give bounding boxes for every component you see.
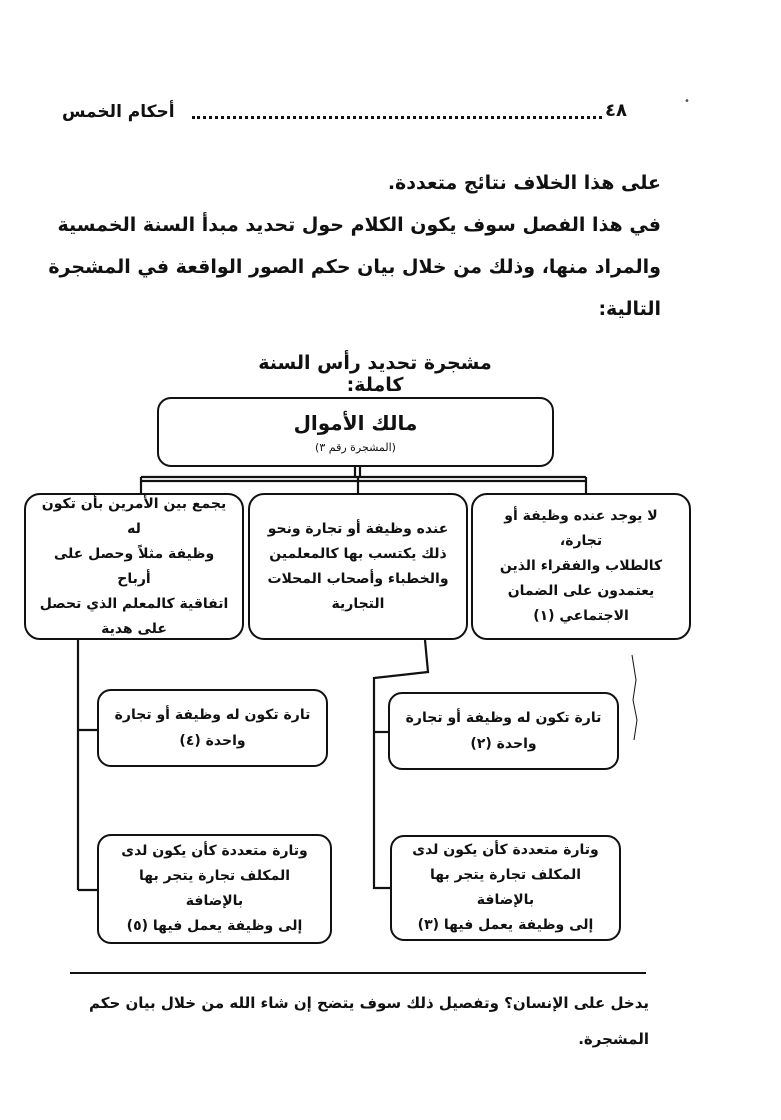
category-line: ذلك يكتسب بها كالمعلمين [269, 545, 447, 562]
leaf-single-job-2: تارة تكون له وظيفة أو تجارة واحدة (٢) [388, 692, 619, 770]
category-line: عنده وظيفة أو تجارة ونحو [267, 520, 449, 537]
leaf-single-job-4: تارة تكون له وظيفة أو تجارة واحدة (٤) [97, 689, 328, 767]
category-line: على هدية [101, 620, 167, 637]
footnote-separator [70, 972, 646, 974]
page-number: ٤٨ [605, 100, 627, 121]
category-line: اتفاقية كالمعلم الذي تحصل [39, 595, 229, 612]
leaf-line: واحدة (٢) [470, 736, 537, 752]
root-sub-label: (المشجرة رقم ٣) [315, 440, 396, 454]
category-no-job: لا يوجد عنده وظيفة أو تجارة، كالطلاب وال… [471, 493, 691, 640]
tree-title: مشجرة تحديد رأس السنة كاملة: [258, 352, 492, 396]
root-label: مالك الأموال [293, 410, 418, 435]
category-both: يجمع بين الأمرين بأن تكون له وظيفة مثلاً… [24, 493, 244, 640]
category-line: التجارية [331, 595, 385, 612]
body-line-1: على هذا الخلاف نتائج متعددة. [387, 172, 661, 194]
leaf-line: المكلف تجارة يتجر بها بالإضافة [429, 867, 582, 908]
category-line: الاجتماعي (١) [533, 608, 629, 624]
category-line: يجمع بين الأمرين بأن تكون له [41, 495, 227, 537]
leaf-line: واحدة (٤) [179, 733, 246, 749]
category-line: وظيفة مثلاً وحصل على أرباح [53, 545, 215, 587]
body-line-3: والمراد منها، وذلك من خلال بيان حكم الصو… [48, 256, 661, 278]
category-line: لا يوجد عنده وظيفة أو تجارة، [504, 508, 658, 549]
body-line-2: في هذا الفصل سوف يكون الكلام حول تحديد م… [57, 214, 661, 236]
body-line-4: التالية: [598, 298, 661, 320]
leaf-line: إلى وظيفة يعمل فيها (٣) [417, 917, 594, 933]
running-header-title: أحكام الخمس [62, 102, 175, 122]
category-has-job: عنده وظيفة أو تجارة ونحو ذلك يكتسب بها ك… [248, 493, 468, 640]
leaf-line: إلى وظيفة يعمل فيها (٥) [126, 918, 303, 934]
leaf-line: وتارة متعددة كأن يكون لدى [412, 842, 599, 858]
leaf-line: المكلف تجارة يتجر بها بالإضافة [138, 868, 291, 909]
leaf-multiple-jobs-3: وتارة متعددة كأن يكون لدى المكلف تجارة ي… [390, 835, 621, 941]
header-dotted-leader [192, 116, 602, 119]
footnote-line-1: يدخل على الإنسان؟ وتفصيل ذلك سوف يتضح إن… [88, 994, 649, 1012]
category-line: والخطباء وأصحاب المحلات [267, 570, 449, 587]
leaf-line: تارة تكون له وظيفة أو تجارة [405, 710, 602, 726]
leaf-multiple-jobs-5: وتارة متعددة كأن يكون لدى المكلف تجارة ي… [97, 834, 332, 944]
category-line: كالطلاب والفقراء الذين [499, 558, 663, 574]
leaf-line: تارة تكون له وظيفة أو تجارة [114, 707, 311, 723]
margin-mark: • [684, 96, 690, 107]
category-line: يعتمدون على الضمان [507, 583, 655, 599]
leaf-line: وتارة متعددة كأن يكون لدى [121, 843, 308, 859]
footnote-line-2: المشجرة. [578, 1030, 649, 1048]
root-node-asset-owner: مالك الأموال (المشجرة رقم ٣) [157, 397, 554, 467]
